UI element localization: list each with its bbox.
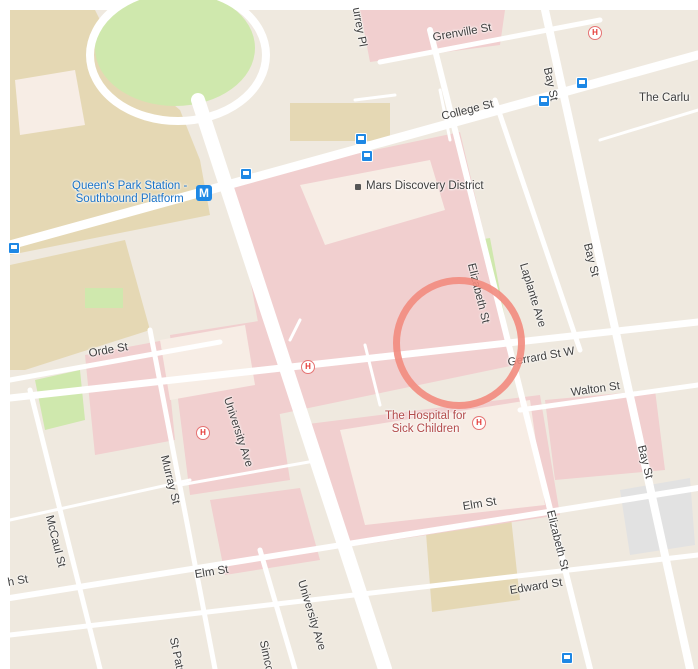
hospital-label-line2: Sick Children [391,423,460,435]
hospital-icon-2[interactable]: H [301,360,315,374]
bus-stop-icon[interactable] [8,242,20,254]
building-west [15,70,85,135]
hospital-icon-3[interactable]: H [196,426,210,440]
hospital-label[interactable]: The Hospital for Sick Children [385,410,466,436]
park-west [35,370,85,430]
hospital-label-line1: The Hospital for [385,410,467,422]
university-block [290,103,390,141]
queens-park [95,0,255,106]
bus-stop-icon[interactable] [240,168,252,180]
station-label[interactable]: Queen's Park Station - Southbound Platfo… [72,180,187,206]
hospital-icon[interactable]: H [472,416,486,430]
hospital-building [340,400,545,525]
pink-block-west [85,340,175,455]
bus-stop-icon[interactable] [355,133,367,145]
bus-stop-icon[interactable] [561,652,573,664]
bus-stop-icon[interactable] [538,95,550,107]
poi-label-mars: Mars Discovery District [366,180,484,192]
park-tiny [85,288,123,308]
station-label-line2: Southbound Platform [75,193,184,205]
bus-stop-icon[interactable] [361,150,373,162]
mars-building [300,160,445,245]
hospital-icon-4[interactable]: H [588,26,602,40]
station-label-line1: Queen's Park Station - [72,180,188,192]
highlight-circle [393,277,525,409]
mars-marker-icon [355,184,361,190]
university-area-2 [10,240,150,370]
university-area [10,10,210,255]
subway-station-icon[interactable]: M [196,185,212,201]
bus-stop-icon[interactable] [576,77,588,89]
poi-label-carlu: The Carlu [639,92,690,104]
